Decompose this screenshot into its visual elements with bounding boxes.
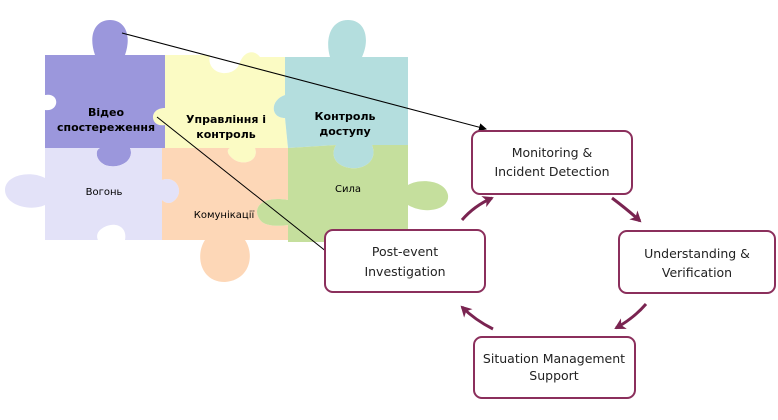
connector-arrow-to-monitoring	[121, 32, 487, 132]
access-label-line2: доступу	[319, 125, 370, 138]
cycle-arrow-understanding-to-situation	[614, 303, 648, 330]
postevent-line2: Investigation	[364, 264, 445, 279]
puzzle-piece-power: Сила	[257, 145, 449, 242]
postevent-line1: Post-event	[372, 244, 438, 259]
access-label-line1: Контроль	[315, 110, 376, 123]
monitoring-line1: Monitoring &	[512, 145, 593, 160]
situation-line1: Situation Management	[483, 351, 625, 366]
comms-label: Комунікації	[194, 209, 255, 221]
understanding-line1: Understanding &	[644, 246, 750, 261]
puzzle-piece-control: Управління і контроль	[152, 52, 288, 163]
understanding-line2: Verification	[662, 265, 732, 280]
control-label-line1: Управління і	[186, 113, 266, 126]
box-monitoring: Monitoring & Incident Detection	[471, 130, 633, 195]
power-label: Сила	[335, 184, 361, 195]
puzzle-piece-fire: Вогонь	[5, 148, 180, 240]
monitoring-line2: Incident Detection	[494, 164, 609, 179]
puzzle-piece-video: Відео спостереження	[45, 20, 165, 167]
cycle-arrow-monitoring-to-understanding	[611, 196, 642, 223]
control-label-line2: контроль	[196, 128, 255, 141]
puzzle-piece-access: Контроль доступу	[273, 20, 408, 169]
box-understanding: Understanding & Verification	[618, 230, 776, 294]
video-label-line1: Відео	[88, 106, 124, 119]
cycle-arrow-postevent-to-monitoring	[460, 196, 494, 221]
connector-arrow-to-postevent	[156, 116, 333, 257]
video-label-line2: спостереження	[57, 121, 155, 134]
puzzle-piece-comms: Комунікації	[162, 148, 288, 282]
box-postevent: Post-event Investigation	[324, 229, 486, 293]
fire-label: Вогонь	[86, 187, 123, 198]
box-situation: Situation Management Support	[473, 336, 636, 399]
situation-line2: Support	[529, 368, 579, 383]
cycle-arrow-situation-to-postevent	[460, 305, 494, 331]
